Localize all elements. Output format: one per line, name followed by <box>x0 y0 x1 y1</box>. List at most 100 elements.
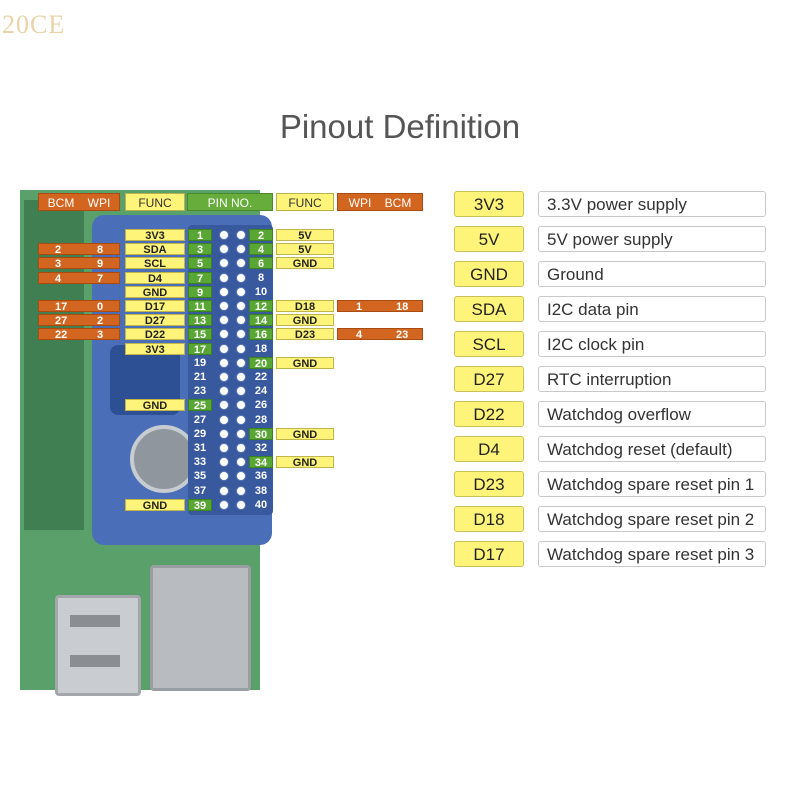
header-pin-even <box>236 258 246 268</box>
legend-code: D17 <box>454 541 524 567</box>
pin-number-left: 3 <box>188 243 212 256</box>
func-right-cell: GND <box>276 257 334 270</box>
legend-description: I2C data pin <box>538 296 766 322</box>
func-right-cell: 5V <box>276 229 334 242</box>
header-pin-odd <box>219 244 229 254</box>
legend-description: Watchdog spare reset pin 1 <box>538 471 766 497</box>
bcm-left-value: 22 <box>55 329 68 341</box>
pin-number-right: 32 <box>254 442 268 454</box>
watermark-text: 20CE <box>2 10 66 39</box>
header-pin-even <box>236 358 246 368</box>
pin-number-left: 39 <box>188 499 212 512</box>
wpi-left-value: 3 <box>97 329 104 341</box>
legend-code: D18 <box>454 506 524 532</box>
legend-description: I2C clock pin <box>538 331 766 357</box>
bcm-wpi-left-cell: 27 2 <box>38 314 120 327</box>
pin-number-right: 28 <box>254 414 268 426</box>
header-wpi-bcm-right: WPI BCM <box>337 193 423 211</box>
header-pin-even <box>236 344 246 354</box>
pin-number-right: 36 <box>254 470 268 482</box>
header-pin-odd <box>219 471 229 481</box>
func-right-cell: 5V <box>276 243 334 256</box>
legend-code: D23 <box>454 471 524 497</box>
func-left-cell: SCL <box>125 257 185 270</box>
pin-number-left: 15 <box>188 328 212 341</box>
usb-port <box>55 595 141 696</box>
header-wpi-right: WPI <box>348 196 372 210</box>
header-pin-odd <box>219 415 229 425</box>
header-pin-odd <box>219 372 229 382</box>
header-pin-odd <box>219 315 229 325</box>
header-pin-odd <box>219 301 229 311</box>
pin-number-left: 29 <box>193 428 207 440</box>
func-left-cell: SDA <box>125 243 185 256</box>
header-pin-even <box>236 287 246 297</box>
legend-row: D22 Watchdog overflow <box>454 401 766 427</box>
func-right-cell: GND <box>276 314 334 327</box>
legend-row: D4 Watchdog reset (default) <box>454 436 766 462</box>
pin-number-left: 21 <box>193 371 207 383</box>
header-pin-odd <box>219 344 229 354</box>
header-pin-odd <box>219 329 229 339</box>
pin-number-right: 22 <box>254 371 268 383</box>
pin-number-right: 16 <box>249 328 273 341</box>
header-pin-even <box>236 415 246 425</box>
pin-number-right: 12 <box>249 300 273 313</box>
legend-code: D4 <box>454 436 524 462</box>
pin-number-right: 20 <box>249 357 273 370</box>
pin-number-right: 6 <box>249 257 273 270</box>
bcm-left-value: 3 <box>55 258 62 270</box>
header-pin-even <box>236 372 246 382</box>
legend-code: D22 <box>454 401 524 427</box>
header-pin-even <box>236 443 246 453</box>
func-left-cell: D22 <box>125 328 185 341</box>
header-pin-even <box>236 315 246 325</box>
pin-number-left: 35 <box>193 470 207 482</box>
legend-description: Watchdog reset (default) <box>538 436 766 462</box>
header-pin-even <box>236 386 246 396</box>
header-pin-odd <box>219 358 229 368</box>
func-left-cell: GND <box>125 286 185 299</box>
header-bcm-right: BCM <box>384 196 412 210</box>
pin-number-left: 25 <box>188 399 212 412</box>
header-pin-even <box>236 486 246 496</box>
header-pin-odd <box>219 258 229 268</box>
page-title: Pinout Definition <box>279 108 521 145</box>
func-left-cell: 3V3 <box>125 343 185 356</box>
func-right-cell: D23 <box>276 328 334 341</box>
legend-code: D27 <box>454 366 524 392</box>
bcm-left-value: 4 <box>55 273 62 285</box>
pin-number-left: 23 <box>193 385 207 397</box>
header-pin-odd <box>219 386 229 396</box>
wpi-right-value: 4 <box>356 329 363 341</box>
legend-code: SCL <box>454 331 524 357</box>
pin-number-right: 34 <box>249 456 273 469</box>
usb-slot-bottom <box>70 655 120 667</box>
legend-description: 3.3V power supply <box>538 191 766 217</box>
wpi-left-value: 0 <box>97 301 104 313</box>
bcm-right-value: 23 <box>396 329 409 341</box>
pin-number-right: 14 <box>249 314 273 327</box>
usb-slot-top <box>70 615 120 627</box>
legend-code: 5V <box>454 226 524 252</box>
header-pin-even <box>236 273 246 283</box>
header-pin-odd <box>219 400 229 410</box>
bcm-left-value: 27 <box>55 315 68 327</box>
header-pin-odd <box>219 500 229 510</box>
header-pin-odd <box>219 273 229 283</box>
header-pin-even <box>236 244 246 254</box>
legend-code: SDA <box>454 296 524 322</box>
func-right-cell: GND <box>276 428 334 441</box>
wpi-left-value: 2 <box>97 315 104 327</box>
legend-description: Watchdog overflow <box>538 401 766 427</box>
header-pin-odd <box>219 486 229 496</box>
legend-description: Watchdog spare reset pin 3 <box>538 541 766 567</box>
header-pin-odd <box>219 230 229 240</box>
header-pin-even <box>236 429 246 439</box>
pin-number-left: 7 <box>188 272 212 285</box>
pin-number-left: 19 <box>193 357 207 369</box>
